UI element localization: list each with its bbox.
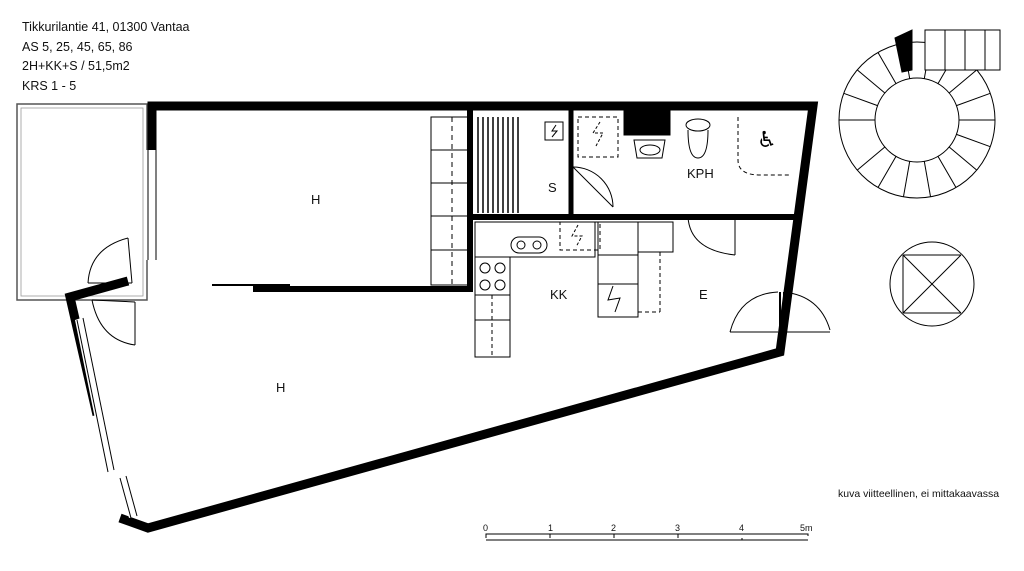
room-label-kitchen: KK [550,287,568,302]
room-label-entrance: E [699,287,708,302]
interior-walls [212,110,800,292]
bathroom-fixtures: ♿ [577,109,790,176]
scale-label-2: 2 [611,523,616,533]
disclaimer-note: kuva viitteellinen, ei mittakaavassa [838,488,1000,500]
sauna-bench [477,117,519,213]
balcony-door [87,237,136,346]
address-text: Tikkurilantie 41, 01300 Vantaa [22,20,190,34]
windows [75,150,158,519]
room-label-bathroom: KPH [687,166,714,181]
scale-bar: 0 1 2 3 4 5m [483,523,813,541]
scale-label-1: 1 [548,523,553,533]
sauna-stove-icon [544,121,564,141]
room-label-bedroom: H [311,192,320,207]
room-label-living-room: H [276,380,285,395]
scale-label-3: 3 [675,523,680,533]
plan-header: Tikkurilantie 41, 01300 Vantaa AS 5, 25,… [22,18,189,96]
compass-icon [889,241,975,327]
bedroom-wardrobe [430,116,469,286]
room-labels: H H S KPH KK E [276,166,714,395]
balcony [16,103,148,301]
layout-text: 2H+KK+S / 51,5m2 [22,59,130,73]
scale-label-0: 0 [483,523,488,533]
svg-text:♿: ♿ [757,128,777,153]
room-label-sauna: S [548,180,557,195]
building-key-map [838,29,1001,199]
entrance-door [729,291,831,345]
sauna-door [572,166,614,208]
apartments-text: AS 5, 25, 45, 65, 86 [22,39,133,54]
scale-label-5m: 5m [800,523,813,533]
bathroom-door [687,216,736,256]
kitchen-counter [474,221,674,358]
scale-label-4: 4 [739,523,744,533]
floors-text: KRS 1 - 5 [22,78,77,93]
